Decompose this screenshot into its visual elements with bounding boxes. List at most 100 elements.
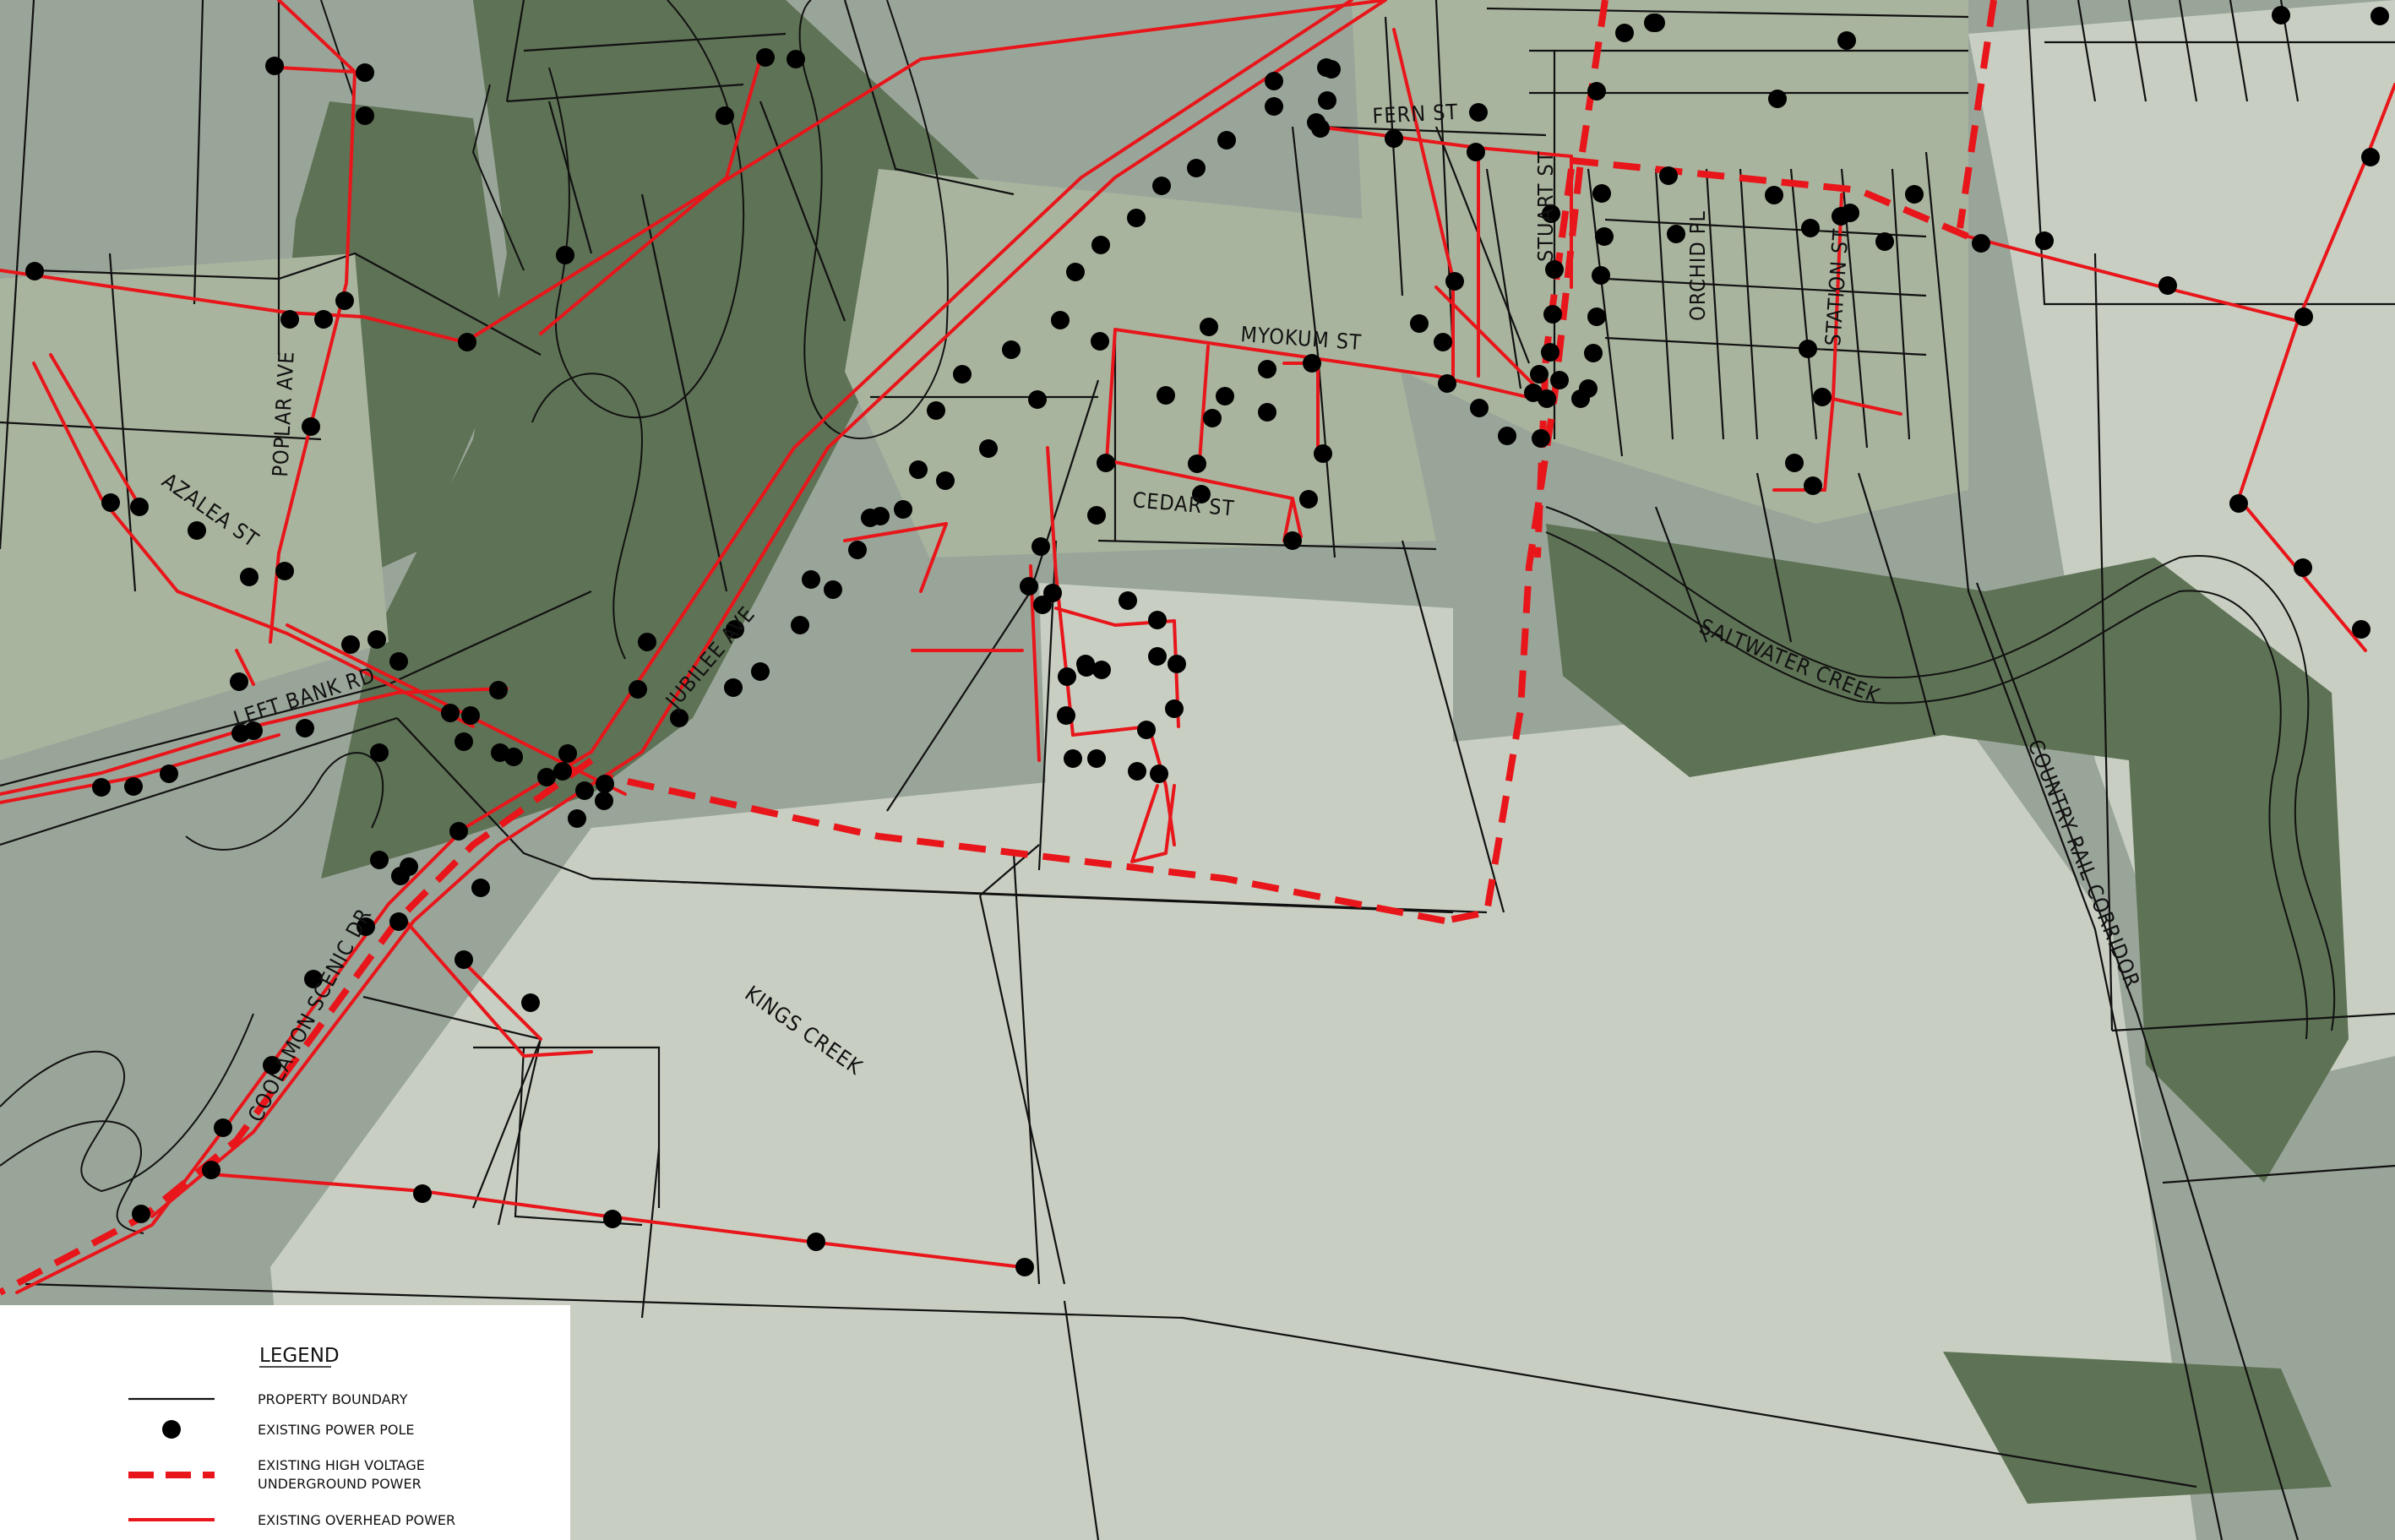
- power-pole-icon[interactable]: [1087, 506, 1106, 525]
- power-pole-icon[interactable]: [979, 439, 998, 458]
- power-pole-icon[interactable]: [848, 541, 867, 559]
- power-pole-icon[interactable]: [556, 246, 574, 264]
- power-pole-icon[interactable]: [936, 471, 955, 490]
- power-pole-icon[interactable]: [596, 775, 614, 793]
- power-pole-icon[interactable]: [2371, 7, 2389, 25]
- power-pole-icon[interactable]: [1127, 209, 1146, 227]
- power-pole-icon[interactable]: [370, 743, 389, 762]
- power-pole-icon[interactable]: [1265, 97, 1283, 116]
- power-pole-icon[interactable]: [1434, 333, 1452, 351]
- power-pole-icon[interactable]: [1615, 24, 1634, 42]
- power-pole-icon[interactable]: [304, 970, 323, 988]
- power-pole-icon[interactable]: [1258, 360, 1276, 378]
- power-pole-icon[interactable]: [1152, 177, 1171, 195]
- power-pole-icon[interactable]: [231, 724, 250, 743]
- power-pole-icon[interactable]: [824, 580, 842, 599]
- power-pole-icon[interactable]: [455, 950, 473, 969]
- power-pole-icon[interactable]: [389, 652, 408, 671]
- power-pole-icon[interactable]: [1541, 343, 1559, 362]
- power-pole-icon[interactable]: [1002, 340, 1021, 359]
- power-pole-icon[interactable]: [455, 732, 473, 751]
- power-pole-icon[interactable]: [314, 310, 333, 329]
- power-pole-icon[interactable]: [1545, 260, 1564, 279]
- power-pole-icon[interactable]: [787, 50, 805, 68]
- power-pole-icon[interactable]: [413, 1184, 432, 1203]
- power-pole-icon[interactable]: [2294, 307, 2313, 326]
- power-pole-icon[interactable]: [1498, 427, 1516, 445]
- power-pole-icon[interactable]: [1532, 429, 1550, 448]
- power-pole-icon[interactable]: [1020, 577, 1038, 596]
- power-pole-icon[interactable]: [1445, 272, 1464, 291]
- power-pole-icon[interactable]: [1584, 344, 1603, 362]
- power-pole-icon[interactable]: [458, 333, 476, 351]
- power-pole-icon[interactable]: [1303, 354, 1321, 373]
- power-pole-icon[interactable]: [1592, 184, 1611, 203]
- power-pole-icon[interactable]: [791, 616, 809, 634]
- power-pole-icon[interactable]: [160, 765, 178, 783]
- power-pole-icon[interactable]: [1785, 454, 1804, 472]
- power-pole-icon[interactable]: [391, 867, 410, 885]
- power-pole-icon[interactable]: [101, 493, 120, 512]
- power-pole-icon[interactable]: [1168, 655, 1186, 673]
- power-pole-icon[interactable]: [1148, 611, 1167, 629]
- power-pole-icon[interactable]: [909, 460, 928, 479]
- power-pole-icon[interactable]: [1307, 113, 1325, 132]
- power-pole-icon[interactable]: [2272, 6, 2290, 24]
- power-pole-icon[interactable]: [1972, 234, 1990, 253]
- power-pole-icon[interactable]: [2158, 276, 2177, 295]
- power-pole-icon[interactable]: [1571, 389, 1590, 408]
- power-pole-icon[interactable]: [356, 106, 374, 125]
- power-pole-icon[interactable]: [335, 291, 354, 310]
- power-pole-icon[interactable]: [263, 1056, 281, 1075]
- power-pole-icon[interactable]: [1087, 749, 1106, 768]
- power-pole-icon[interactable]: [1647, 14, 1665, 32]
- power-pole-icon[interactable]: [280, 310, 299, 329]
- power-pole-icon[interactable]: [1799, 340, 1817, 358]
- power-pole-icon[interactable]: [1192, 485, 1211, 503]
- power-pole-icon[interactable]: [1595, 227, 1614, 246]
- power-pole-icon[interactable]: [1051, 311, 1070, 329]
- power-pole-icon[interactable]: [1765, 186, 1783, 204]
- power-pole-icon[interactable]: [296, 719, 314, 737]
- power-pole-icon[interactable]: [716, 106, 734, 125]
- power-pole-icon[interactable]: [1470, 399, 1489, 417]
- power-pole-icon[interactable]: [489, 681, 508, 699]
- power-pole-icon[interactable]: [230, 672, 248, 691]
- power-pole-icon[interactable]: [1216, 387, 1234, 405]
- power-pole-icon[interactable]: [132, 1205, 150, 1223]
- power-pole-icon[interactable]: [1031, 537, 1050, 556]
- power-pole-icon[interactable]: [1033, 596, 1052, 614]
- power-pole-icon[interactable]: [202, 1161, 220, 1179]
- power-pole-icon[interactable]: [1438, 374, 1456, 393]
- power-pole-icon[interactable]: [504, 748, 523, 766]
- power-pole-icon[interactable]: [1015, 1258, 1034, 1276]
- power-pole-icon[interactable]: [927, 401, 945, 420]
- power-pole-icon[interactable]: [2294, 558, 2312, 577]
- power-pole-icon[interactable]: [1092, 661, 1111, 679]
- power-pole-icon[interactable]: [558, 744, 577, 763]
- power-pole-icon[interactable]: [1066, 263, 1085, 281]
- power-pole-icon[interactable]: [953, 365, 972, 384]
- power-pole-icon[interactable]: [553, 762, 572, 781]
- power-pole-icon[interactable]: [807, 1233, 825, 1251]
- power-pole-icon[interactable]: [1801, 219, 1820, 237]
- power-pole-icon[interactable]: [1905, 185, 1924, 204]
- power-pole-icon[interactable]: [726, 620, 744, 639]
- power-pole-icon[interactable]: [1587, 307, 1606, 326]
- power-pole-icon[interactable]: [240, 568, 259, 586]
- power-pole-icon[interactable]: [595, 792, 613, 810]
- power-pole-icon[interactable]: [1119, 591, 1137, 610]
- power-pole-icon[interactable]: [1157, 386, 1175, 405]
- power-pole-icon[interactable]: [1524, 384, 1543, 402]
- power-pole-icon[interactable]: [1165, 699, 1184, 718]
- power-pole-icon[interactable]: [1543, 305, 1562, 324]
- power-pole-icon[interactable]: [1542, 204, 1560, 223]
- power-pole-icon[interactable]: [124, 777, 143, 796]
- power-pole-icon[interactable]: [130, 498, 149, 516]
- power-pole-icon[interactable]: [575, 781, 594, 800]
- power-pole-icon[interactable]: [1314, 444, 1332, 463]
- power-pole-icon[interactable]: [1875, 232, 1894, 251]
- power-pole-icon[interactable]: [1187, 159, 1206, 177]
- power-pole-icon[interactable]: [2035, 231, 2054, 250]
- power-pole-icon[interactable]: [1592, 266, 1610, 285]
